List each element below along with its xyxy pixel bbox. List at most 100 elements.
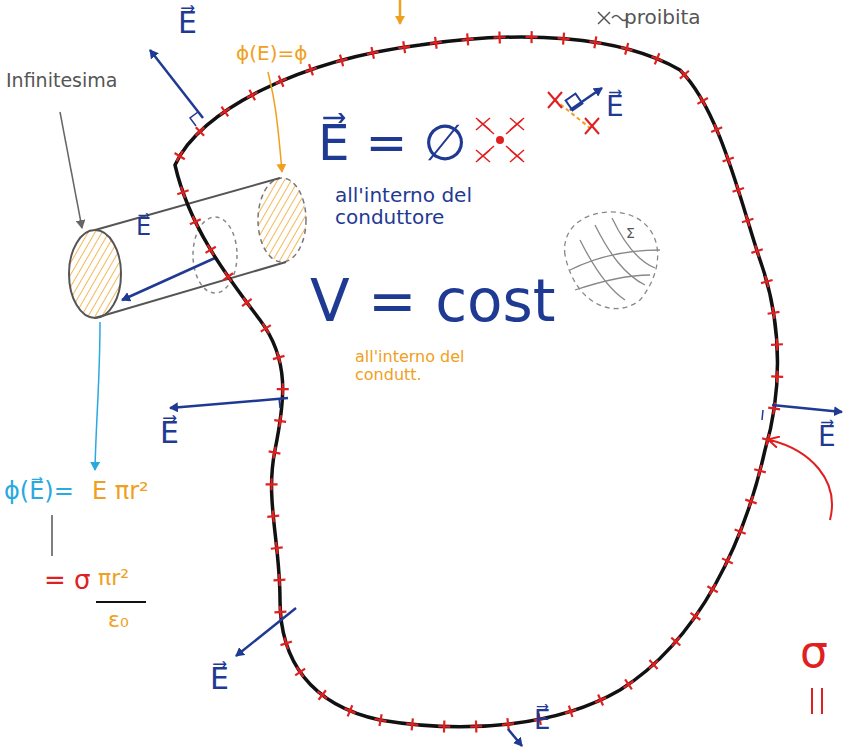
leader-line (60, 112, 82, 228)
charge-mark (768, 408, 780, 410)
equals-mark (812, 688, 822, 714)
charge-mark (649, 660, 658, 668)
charge-mark (761, 280, 773, 283)
charge-mark (309, 64, 313, 75)
charge-mark (733, 188, 744, 192)
charge-mark (680, 70, 688, 79)
charge-mark (249, 90, 255, 101)
charge-mark (273, 579, 285, 582)
leader-line (95, 322, 100, 470)
field-label: E⃗ (160, 416, 179, 449)
forbidden-tangent (548, 12, 628, 134)
charge-mark (177, 190, 188, 194)
charge-mark (223, 273, 233, 280)
surface-label: Σ (626, 226, 635, 241)
charge-mark (722, 558, 733, 563)
charge-mark (707, 586, 717, 592)
charge-mark (412, 718, 413, 730)
field-equation: E⃗ = ∅ (318, 116, 467, 171)
charge-mark (649, 660, 657, 669)
potential-equation: V = cost (310, 270, 555, 334)
charge-mark (751, 249, 762, 253)
charge-mark (319, 690, 326, 700)
charge-mark (735, 529, 746, 533)
charge-mark (771, 375, 783, 378)
charge-mark (507, 718, 508, 730)
charge-mark (569, 706, 573, 717)
charge-mark (277, 388, 289, 390)
charge-mark (443, 720, 446, 732)
field-label: E⃗ (606, 92, 624, 123)
charge-mark (175, 153, 185, 159)
charge-mark (655, 53, 660, 64)
charge-mark (435, 37, 437, 49)
charge-mark (271, 547, 283, 548)
charge-mark (190, 219, 201, 224)
charge-mark (467, 33, 468, 45)
charge-mark (267, 516, 279, 517)
charge-mark (196, 127, 205, 135)
flux-formula: ϕ(E⃗)= (4, 478, 74, 504)
charge-mark (340, 55, 343, 67)
leader-line (268, 72, 282, 172)
field-label: E⃗ (136, 214, 151, 240)
gauss-surface (565, 212, 660, 309)
charge-mark (754, 469, 766, 472)
charge-mark (625, 43, 628, 55)
charge-mark (711, 127, 722, 132)
charge-mark (274, 610, 286, 613)
charge-mark (266, 483, 278, 485)
flux-formula: = σ (44, 566, 91, 595)
note-label: all'interno del conduttore (335, 184, 495, 228)
charge-mark (530, 31, 532, 43)
orange-arrow (399, 0, 402, 24)
charge-mark (371, 47, 373, 59)
note-label: proibita (624, 6, 701, 28)
charge-mark (691, 613, 701, 620)
charge-mark (475, 720, 478, 732)
equals-bar (51, 515, 53, 556)
charge-mark (625, 679, 632, 689)
flux-formula: ε₀ (108, 608, 129, 632)
charge-mark (242, 299, 252, 306)
charge-mark (403, 41, 405, 53)
charge-mark (295, 669, 305, 676)
charge-mark (348, 705, 353, 716)
charge-mark (273, 356, 285, 359)
charge-mark (771, 343, 783, 346)
field-vectors (150, 50, 842, 746)
charge-mark (723, 158, 734, 162)
charge-mark (745, 500, 756, 504)
surface-charges (175, 31, 784, 732)
field-label: E⃗ (178, 6, 197, 39)
charge-mark (498, 31, 501, 43)
inner-charge (476, 118, 524, 162)
gauss-cylinder (69, 178, 306, 318)
note-label: Infinitesima (6, 70, 117, 91)
charge-mark (680, 71, 689, 79)
charge-mark (672, 637, 680, 646)
flux-formula: πr² (98, 566, 129, 590)
charge-mark (768, 312, 780, 314)
charge-mark (562, 33, 565, 45)
charge-mark (598, 695, 603, 706)
note-label: all'interno del condutt. (355, 348, 475, 383)
conductor-outline (175, 37, 778, 727)
field-label: E⃗ (818, 422, 836, 453)
fraction-bar (96, 601, 146, 603)
charge-mark (379, 714, 381, 726)
charge-mark (742, 219, 753, 222)
charge-mark (671, 638, 680, 646)
field-label: E⃗ (210, 662, 229, 695)
flux-label: ϕ(E)=ϕ (236, 42, 307, 64)
charge-mark (196, 127, 204, 136)
charge-mark (279, 76, 284, 87)
charge-density-label: σ (800, 628, 828, 676)
charge-mark (269, 451, 281, 453)
charge-mark (594, 36, 596, 48)
charge-mark (274, 420, 286, 422)
charge-mark (697, 98, 707, 104)
charge-mark (221, 107, 228, 117)
